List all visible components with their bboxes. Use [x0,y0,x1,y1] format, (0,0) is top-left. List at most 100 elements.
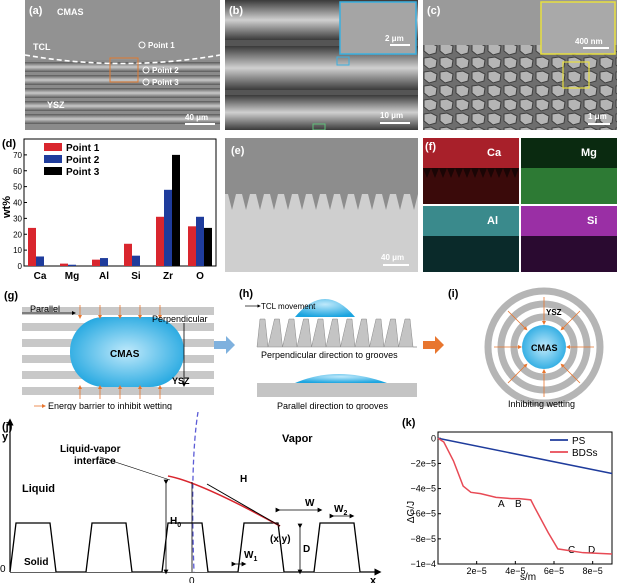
panel-a-image: (a) CMAS TCL Point 1 Point 2 Point 3 YSZ… [25,0,220,130]
interface-label-line2: interface [74,456,116,467]
cmas-label: CMAS [57,7,84,17]
ysz-label-g: YSZ [172,376,190,386]
w2-label: W2 [334,504,347,517]
mg-map-label: Mg [581,147,597,159]
tcl-label: TCL [33,42,51,52]
panel-a-label: (a) [29,5,43,17]
chart-d-bar [60,263,68,266]
panel-c-image: (c) 400 nm 1 μm [423,0,617,130]
panel-d-label: (d) [2,138,16,150]
chart-d-category-label: Mg [65,271,79,282]
panel-e: (e) 40 μm [225,138,418,272]
chart-k-frame [437,431,613,565]
panel-j-diagram: (j) y x 0 0 Liquid Vapor Liquid-vapor in… [0,412,382,583]
panel-c-inset-scalebar: 400 nm [575,37,603,46]
chart-k-legend-label: PS [572,436,586,447]
chart-k-xtick-label: 6e−5 [544,566,564,576]
chart-k-xtick-label: 4e−5 [505,566,525,576]
panel-j-label: (j) [2,421,13,433]
chart-d-ylabel: wt% [1,196,13,219]
origin-y-zero: 0 [0,564,6,575]
panel-i-label: (i) [448,288,459,300]
chart-k-ytick-label: −8e−5 [410,534,436,544]
panel-i: (i) YSZ CMAS Inhibiting wetting [446,285,617,410]
panel-b: (b) 2 μm 10 μm [225,0,418,130]
panel-c-label: (c) [427,5,441,17]
panel-a: (a) CMAS TCL Point 1 Point 2 Point 3 YSZ… [25,0,220,130]
point-b-label: B [515,499,522,510]
panel-b-scalebar: 10 μm [380,111,403,120]
solid-label: Solid [24,557,48,568]
chart-k-ytick-label: −2e−5 [410,458,436,468]
chart-d-ytick-label: 70 [13,151,22,160]
chart-d-bar [36,256,44,266]
chart-k-xlabel: s/m [520,572,536,583]
chart-k: (k) ΔG/J s/m A B C D 0−2e−5−4e−5−6e−5−8e… [402,417,613,583]
chart-d-bar [204,227,212,266]
chart-d-bar [92,259,100,266]
perpendicular-label: Perpendicular [152,314,208,324]
panel-c: (c) 400 nm 1 μm [423,0,617,130]
panel-c-scalebar: 1 μm [588,112,607,121]
panel-e-image: (e) 40 μm [225,138,418,272]
chart-k-ytick-label: 0 [431,433,436,443]
h-label: H [240,474,247,485]
panel-j: (j) y x 0 0 Liquid Vapor Liquid-vapor in… [0,412,400,583]
panel-h: (h) TCL movement Perpendicular direction… [237,285,422,410]
energy-barrier-caption: Energy barrier to inhibit wetting [48,401,172,410]
point-a-label: A [498,499,505,510]
perpendicular-caption: Perpendicular direction to grooves [261,350,398,360]
chart-d-bar [100,258,108,266]
chart-k-xtick-label: 8e−5 [583,566,603,576]
x-axis-label: x [370,575,377,583]
chart-d-ytick-label: 40 [13,199,22,208]
panel-a-scalebar: 40 μm [185,113,208,122]
chart-d-legend-label: Point 2 [66,155,100,166]
chart-d-bar [68,264,76,266]
panel-f-image: (f) Ca Mg Al Si [423,138,617,272]
chart-d-category-label: Si [131,271,141,282]
w1-label: W1 [244,550,257,563]
chart-d-legend-swatch [44,167,62,175]
y-axis-label: y [2,431,9,443]
chart-d-bar [156,216,164,266]
al-map-label: Al [487,215,498,227]
chart-k-ytick-label: −4e−5 [410,484,436,494]
parallel-caption: Parallel direction to grooves [277,401,389,410]
chart-k-xtick-label: 2e−5 [467,566,487,576]
chart-d-legend-label: Point 3 [66,167,100,178]
point1-label: Point 1 [148,41,175,50]
ysz-label: YSZ [47,100,65,110]
chart-d-legend-swatch [44,143,62,151]
chart-d-bar [132,255,140,266]
chart-d-bar [164,189,172,266]
chart-k-series-line [437,437,613,555]
w-label: W [305,498,315,509]
parallel-label: Parallel [30,304,60,314]
ysz-label-i: YSZ [546,308,562,317]
chart-d-category-label: Al [99,271,109,282]
xy-label: (x,y) [270,534,291,545]
si-map-label: Si [587,215,597,227]
panel-h-label: (h) [239,288,253,300]
panel-i-diagram: (i) YSZ CMAS Inhibiting wetting [448,287,604,409]
liquid-label: Liquid [22,483,55,495]
interface-label-line1: Liquid-vapor [60,444,121,455]
h0-label: H0 [170,516,181,529]
chart-d-legend-swatch [44,155,62,163]
arrow-g-to-h [214,336,235,354]
panel-e-label: (e) [231,145,245,157]
ca-map-label: Ca [487,147,502,159]
panel-k: (k) ΔG/J s/m A B C D 0−2e−5−4e−5−6e−5−8e… [400,412,617,583]
chart-d-bar [196,216,204,266]
point3-label: Point 3 [152,78,179,87]
chart-d-bar [172,154,180,266]
vapor-label: Vapor [282,433,313,445]
panel-k-label: (k) [402,417,416,429]
chart-k-series-line [437,437,613,475]
chart-d-ytick-label: 20 [13,230,22,239]
panel-g-label: (g) [4,290,18,302]
chart-d-bar [28,227,36,266]
chart-d-ytick-label: 50 [13,183,22,192]
